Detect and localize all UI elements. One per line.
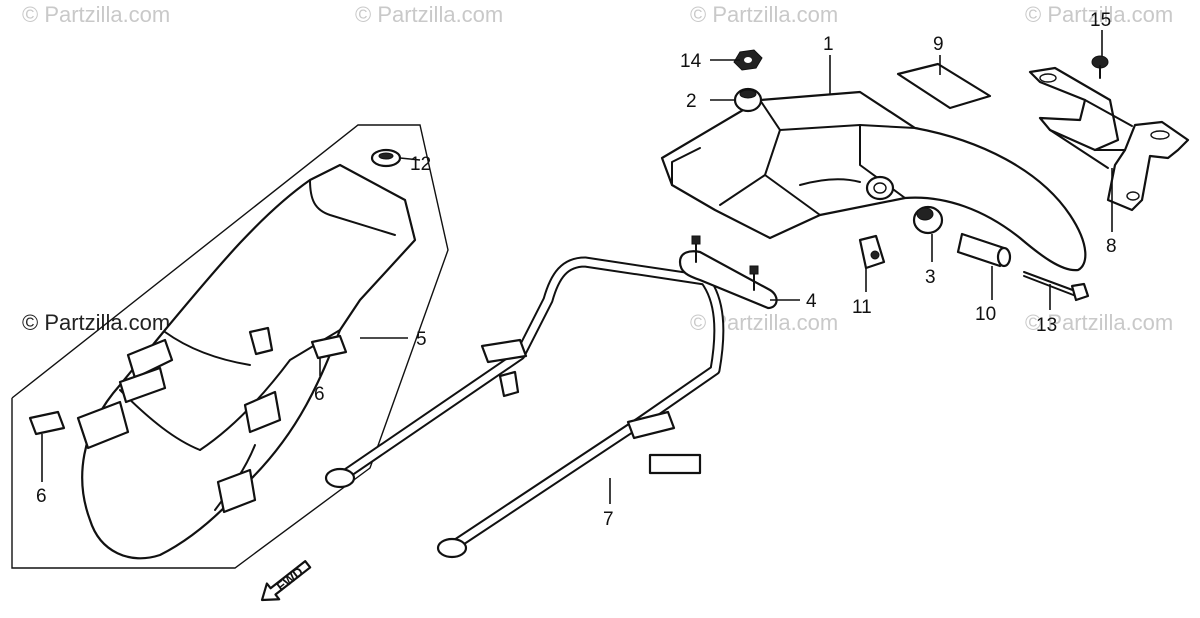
dashed-group-outline — [11, 124, 449, 569]
label-plate-9-icon — [896, 62, 992, 110]
watermark: © Partzilla.com — [690, 2, 838, 27]
callout-13: 13 — [1036, 315, 1057, 336]
watermark: © Partzilla.com — [355, 2, 503, 27]
grommet-12-icon — [370, 148, 402, 168]
cushion-3-icon — [912, 205, 944, 235]
callout-11: 11 — [852, 297, 872, 318]
license-bracket-8 — [1028, 66, 1190, 212]
callout-9: 9 — [933, 34, 944, 55]
front-mudguard — [28, 163, 417, 560]
nut-14-icon — [733, 49, 763, 71]
watermark: © Partzilla.com — [1025, 2, 1173, 27]
callout-3: 3 — [925, 267, 936, 288]
grommet-2-icon — [733, 87, 763, 113]
callout-7: 7 — [603, 509, 614, 530]
callout-6-lower: 6 — [36, 486, 47, 507]
leader-lines — [41, 30, 1113, 504]
watermark: © Partzilla.com — [22, 2, 170, 27]
callout-4: 4 — [806, 291, 817, 312]
stud-plate-4-icon — [678, 235, 778, 310]
callout-2: 2 — [686, 91, 697, 112]
callout-10: 10 — [975, 304, 996, 325]
grab-rail — [324, 256, 725, 559]
callout-14: 14 — [680, 51, 702, 72]
collar-10-icon — [956, 232, 1012, 268]
forward-direction-arrow-icon: FWD — [260, 560, 312, 602]
callout-6-upper: 6 — [314, 384, 325, 405]
watermark: © Partzilla.com — [1025, 310, 1173, 335]
callout-12: 12 — [410, 154, 431, 175]
callout-5: 5 — [416, 329, 427, 350]
bolt-13-icon — [1023, 271, 1090, 302]
callout-1: 1 — [823, 34, 834, 55]
callout-15: 15 — [1090, 10, 1111, 31]
rear-fender — [660, 90, 1087, 272]
callout-8: 8 — [1106, 236, 1117, 257]
screw-15-icon — [1091, 55, 1109, 79]
clip-nut-11-icon — [858, 234, 886, 270]
